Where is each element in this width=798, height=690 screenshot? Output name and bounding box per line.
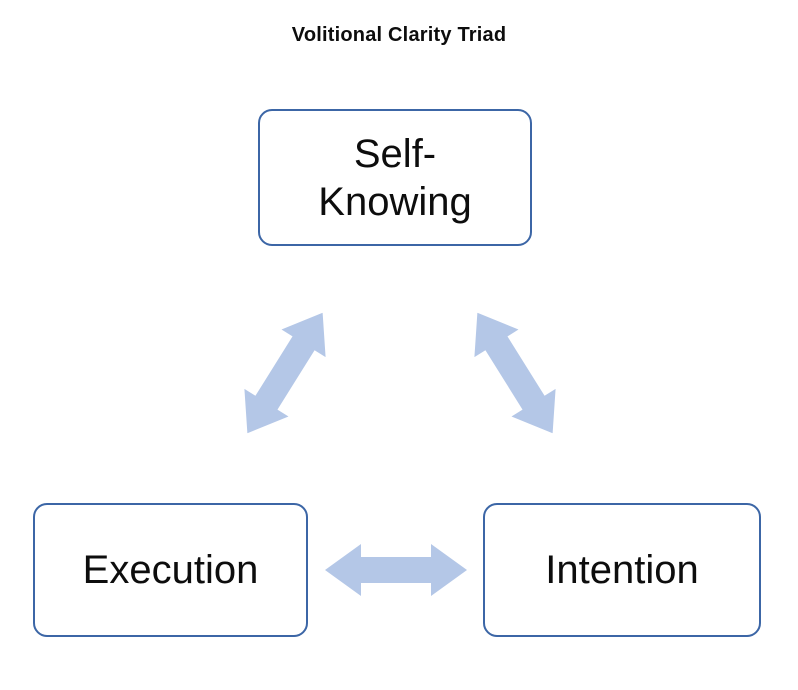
node-execution-label: Execution <box>82 548 259 592</box>
double-arrow-execution-intention <box>325 544 467 596</box>
double-arrow-shape <box>474 312 556 434</box>
double-arrow-self-knowing-execution <box>244 312 326 434</box>
node-self-knowing: Self-Knowing <box>258 109 532 246</box>
diagram-title: Volitional Clarity Triad <box>291 24 507 46</box>
double-arrow-shape <box>325 544 467 596</box>
node-intention-label: Intention <box>545 548 699 592</box>
node-execution: Execution <box>33 503 308 637</box>
double-arrow-self-knowing-intention <box>474 312 556 434</box>
node-intention: Intention <box>483 503 761 637</box>
node-self-knowing-label: Self-Knowing <box>318 131 472 224</box>
double-arrow-shape <box>244 312 326 434</box>
